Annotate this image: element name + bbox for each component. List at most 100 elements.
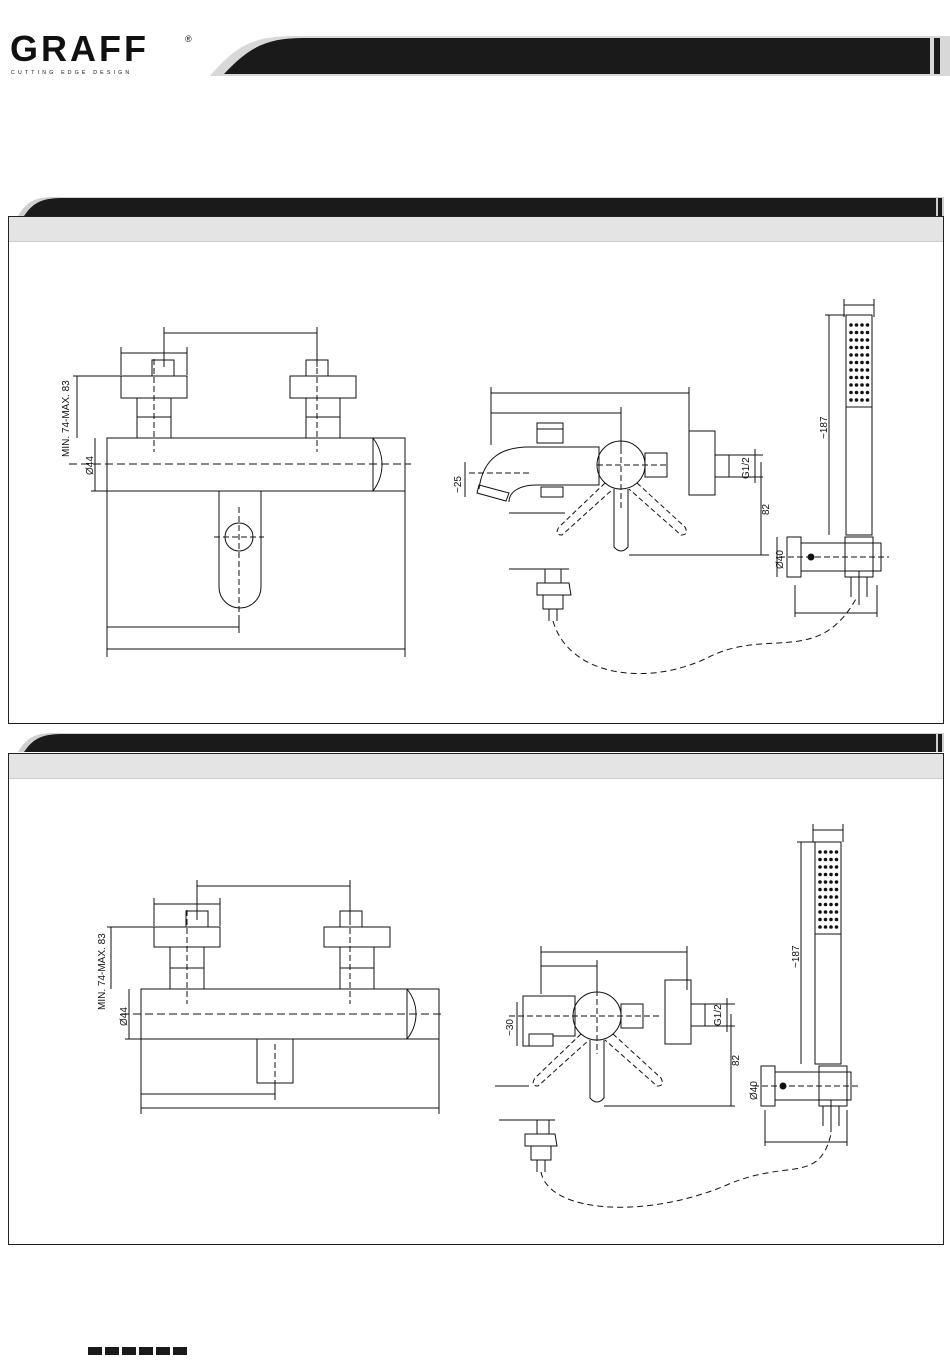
nozzle-dot: [860, 376, 864, 380]
nozzle-dot: [824, 865, 828, 869]
nozzle-dot: [860, 338, 864, 342]
nozzle-dot: [824, 910, 828, 914]
dim-holder-diameter-1: Ø40: [775, 550, 786, 569]
nozzle-dot: [849, 346, 853, 350]
nozzle-dot: [829, 858, 833, 862]
technical-drawing-2: MIN. 74-MAX. 83 Ø44 ~30 G1/2 82 ~187 Ø40: [9, 754, 943, 1244]
front-view-2: [107, 880, 445, 1114]
nozzle-dot: [818, 918, 822, 922]
nozzle-dot: [860, 398, 864, 402]
nozzle-dot: [824, 918, 828, 922]
nozzle-dot: [835, 925, 839, 929]
nozzle-dot: [835, 850, 839, 854]
logo-tagline: CUTTING EDGE DESIGN: [11, 70, 132, 76]
nozzle-dot: [866, 368, 870, 372]
drawing-panel-1: MIN. 74-MAX. 83 Ø44 ~25 G1/2 82 ~187 Ø40: [8, 216, 944, 724]
nozzle-dot: [849, 368, 853, 372]
dim-outlet-height-1: 82: [761, 503, 772, 515]
nozzle-dot: [824, 850, 828, 854]
nozzle-dot: [866, 331, 870, 335]
nozzle-dot: [835, 873, 839, 877]
nozzle-dot: [824, 880, 828, 884]
footer-block: [122, 1347, 136, 1355]
nozzle-dot: [829, 910, 833, 914]
nozzle-dot: [855, 368, 859, 372]
nozzle-dot: [855, 338, 859, 342]
nozzle-dot: [866, 398, 870, 402]
nozzle-dot: [818, 910, 822, 914]
dim-inlet-range-1: MIN. 74-MAX. 83: [61, 380, 72, 457]
drawing-panel-2: MIN. 74-MAX. 83 Ø44 ~30 G1/2 82 ~187 Ø40: [8, 753, 944, 1245]
footer-blocks: [88, 1347, 187, 1355]
nozzle-dot: [849, 323, 853, 327]
nozzle-dot: [855, 376, 859, 380]
side-view-2: [495, 946, 831, 1207]
dim-body-diameter-1: Ø44: [85, 456, 96, 475]
nozzle-dot: [855, 353, 859, 357]
nozzle-dot: [818, 895, 822, 899]
nozzle-dot: [835, 910, 839, 914]
nozzle-dot: [866, 391, 870, 395]
header-bar: [190, 30, 950, 78]
nozzle-dot: [849, 383, 853, 387]
front-view-1: [69, 327, 411, 657]
nozzle-dot: [824, 903, 828, 907]
graff-logo: GRAFF ® CUTTING EDGE DESIGN: [10, 28, 200, 78]
nozzle-dot: [824, 925, 828, 929]
footer-block: [139, 1347, 153, 1355]
dim-spout-height-2: ~30: [505, 1019, 516, 1036]
section-bar-1: [8, 195, 944, 217]
nozzle-dot: [824, 873, 828, 877]
nozzle-dot: [855, 383, 859, 387]
nozzle-dot: [849, 391, 853, 395]
nozzle-dot: [866, 323, 870, 327]
nozzle-dot: [835, 858, 839, 862]
nozzle-dot: [818, 880, 822, 884]
handshower-view-1: [777, 299, 889, 617]
side-view-1: [465, 387, 857, 674]
nozzle-dot: [829, 895, 833, 899]
nozzle-dot: [860, 368, 864, 372]
footer-block: [156, 1347, 170, 1355]
dim-outlet-height-2: 82: [731, 1054, 742, 1066]
nozzle-dot: [849, 398, 853, 402]
nozzle-dot: [866, 346, 870, 350]
nozzle-dot: [855, 361, 859, 365]
nozzle-dot: [849, 353, 853, 357]
nozzle-dot: [849, 331, 853, 335]
nozzle-dot: [860, 383, 864, 387]
nozzle-dot: [835, 895, 839, 899]
nozzle-dot: [866, 353, 870, 357]
dim-spout-height-1: ~25: [453, 476, 464, 493]
dim-holder-diameter-2: Ø40: [749, 1081, 760, 1100]
nozzle-dot: [818, 858, 822, 862]
footer-block: [105, 1347, 119, 1355]
nozzle-dot: [860, 353, 864, 357]
technical-drawing-1: MIN. 74-MAX. 83 Ø44 ~25 G1/2 82 ~187 Ø40: [9, 217, 943, 723]
nozzle-dot: [824, 888, 828, 892]
nozzle-dot: [860, 391, 864, 395]
nozzle-dot: [835, 888, 839, 892]
nozzle-dot: [835, 880, 839, 884]
nozzle-dot: [818, 925, 822, 929]
handshower-view-2: [753, 824, 859, 1146]
dim-handshower-length-1: ~187: [819, 416, 830, 439]
nozzle-dot: [824, 895, 828, 899]
nozzle-dot: [849, 361, 853, 365]
nozzle-dot: [855, 323, 859, 327]
section-bar-2: [8, 731, 944, 753]
nozzle-dot: [829, 850, 833, 854]
nozzle-dot: [829, 903, 833, 907]
nozzle-dot: [860, 331, 864, 335]
nozzle-dot: [866, 376, 870, 380]
dim-handshower-length-2: ~187: [791, 945, 802, 968]
nozzle-dot: [866, 361, 870, 365]
dim-inlet-range-2: MIN. 74-MAX. 83: [97, 933, 108, 1010]
nozzle-dot: [860, 323, 864, 327]
nozzle-dot: [835, 918, 839, 922]
nozzle-dot: [829, 918, 833, 922]
nozzle-dot: [866, 338, 870, 342]
nozzle-dot: [829, 880, 833, 884]
nozzle-dot: [860, 361, 864, 365]
nozzle-dot: [829, 865, 833, 869]
